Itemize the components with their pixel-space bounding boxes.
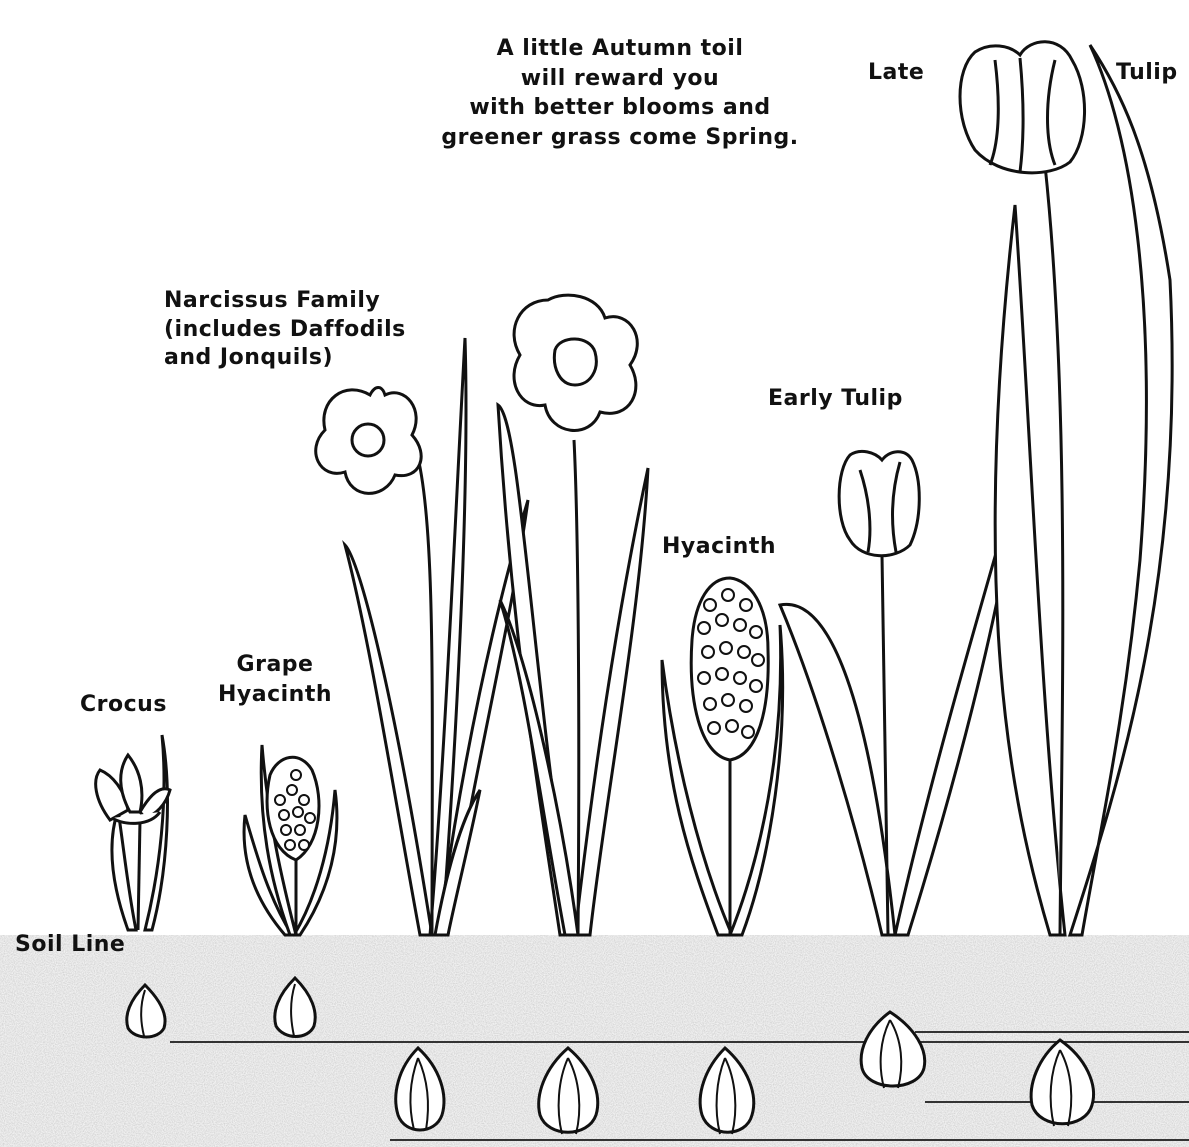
label-grape-hyacinth-line-2: Hyacinth <box>210 680 340 710</box>
label-narcissus-line-1: Narcissus Family <box>164 287 406 316</box>
narcissus-plant-right <box>498 295 648 935</box>
headline-line-1: A little Autumn toil <box>420 34 820 64</box>
grape-hyacinth-plant <box>244 745 337 935</box>
label-hyacinth: Hyacinth <box>662 532 776 562</box>
headline-line-4: greener grass come Spring. <box>420 123 820 153</box>
label-tulip: Tulip <box>1116 58 1178 88</box>
headline-line-3: with better blooms and <box>420 93 820 123</box>
label-grape-hyacinth-line-1: Grape <box>210 650 340 680</box>
headline: A little Autumn toil will reward you wit… <box>420 34 820 153</box>
label-early-tulip: Early Tulip <box>768 384 903 414</box>
label-narcissus-family: Narcissus Family (includes Daffodils and… <box>164 287 406 373</box>
narcissus-plant-left <box>316 338 528 935</box>
label-grape-hyacinth: Grape Hyacinth <box>210 650 340 709</box>
label-late: Late <box>868 58 924 88</box>
label-soil-line: Soil Line <box>15 930 125 960</box>
label-crocus: Crocus <box>80 690 167 720</box>
hyacinth-plant <box>662 578 783 935</box>
headline-line-2: will reward you <box>420 64 820 94</box>
label-narcissus-line-2: (includes Daffodils <box>164 316 406 345</box>
early-tulip-plant <box>780 451 1020 935</box>
label-narcissus-line-3: and Jonquils) <box>164 344 406 373</box>
crocus-plant <box>96 735 170 930</box>
late-tulip-plant <box>960 42 1172 935</box>
